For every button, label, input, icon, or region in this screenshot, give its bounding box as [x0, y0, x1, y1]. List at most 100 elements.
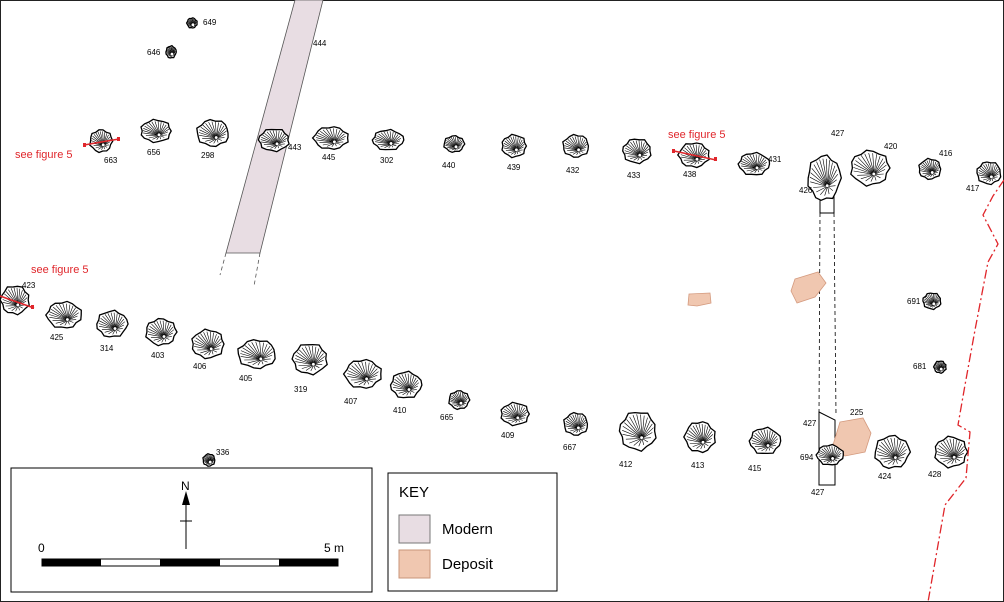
- label-410: 410: [393, 406, 407, 415]
- trench-dash-left: [818, 212, 821, 416]
- label-428: 428: [928, 470, 942, 479]
- key-label-modern: Modern: [442, 521, 493, 538]
- posthole-681: [932, 360, 947, 375]
- posthole-656: [140, 118, 172, 144]
- posthole-407: [342, 358, 382, 389]
- label-681: 681: [913, 362, 927, 371]
- label-425: 425: [50, 333, 64, 342]
- label-663: 663: [104, 156, 118, 165]
- label-405: 405: [239, 374, 253, 383]
- posthole-415: [748, 426, 782, 455]
- section-line-438: [672, 149, 717, 161]
- key-swatch-deposit: [398, 549, 431, 579]
- posthole-428: [934, 435, 969, 469]
- label-665: 665: [440, 413, 454, 422]
- label-443: 443: [288, 143, 302, 152]
- key-panel: KEY Modern Deposit: [387, 472, 558, 592]
- label-445: 445: [322, 153, 336, 162]
- see-figure-label-left[interactable]: see figure 5: [15, 149, 72, 161]
- posthole-314: [96, 309, 129, 338]
- posthole-445: [311, 126, 349, 150]
- posthole-410: [389, 370, 423, 399]
- label-407: 407: [344, 397, 358, 406]
- posthole-431: [737, 151, 771, 176]
- posthole-302: [371, 128, 405, 151]
- posthole-417: [976, 161, 1002, 186]
- posthole-420: [850, 149, 891, 187]
- modern-strip-dashed-right: [253, 252, 261, 287]
- trench-dash-right: [833, 212, 837, 416]
- posthole-298: [196, 118, 229, 148]
- deposit-middle: [790, 271, 827, 304]
- label-412: 412: [619, 460, 633, 469]
- posthole-439: [501, 133, 528, 159]
- north-label: N: [181, 479, 190, 493]
- scale-start-label: 0: [38, 541, 45, 555]
- posthole-432: [562, 133, 590, 158]
- posthole-440: [443, 135, 466, 153]
- label-427-top: 427: [831, 129, 845, 138]
- posthole-691: [922, 292, 942, 311]
- label-426: 426: [799, 186, 813, 195]
- label-432: 432: [566, 166, 580, 175]
- section-line-423: [0, 295, 35, 309]
- label-314: 314: [100, 344, 114, 353]
- label-403: 403: [151, 351, 165, 360]
- label-427-middle: 427: [803, 419, 817, 428]
- deposit-small: [687, 292, 712, 307]
- label-691: 691: [907, 297, 921, 306]
- label-413: 413: [691, 461, 705, 470]
- posthole-443: [257, 128, 290, 153]
- posthole-336: [202, 452, 216, 467]
- posthole-416: [918, 157, 942, 181]
- north-arrow-icon: [180, 491, 192, 549]
- posthole-424: [874, 434, 912, 470]
- label-298: 298: [201, 151, 215, 160]
- posthole-646: [165, 44, 177, 59]
- scale-bar: [41, 558, 339, 567]
- posthole-667: [563, 411, 589, 436]
- label-646: 646: [147, 48, 161, 57]
- label-667: 667: [563, 443, 577, 452]
- label-225: 225: [850, 408, 864, 417]
- posthole-319: [291, 343, 328, 376]
- label-420: 420: [884, 142, 898, 151]
- posthole-413: [683, 421, 716, 454]
- label-656: 656: [147, 148, 161, 157]
- label-427-bottom: 427: [811, 488, 825, 497]
- modern-strip-dashed-left: [219, 252, 227, 276]
- see-figure-label-lower[interactable]: see figure 5: [31, 264, 88, 276]
- label-319: 319: [294, 385, 308, 394]
- label-302: 302: [380, 156, 394, 165]
- label-433: 433: [627, 171, 641, 180]
- posthole-694: [815, 443, 844, 466]
- site-boundary: [927, 179, 1004, 602]
- scale-end-label: 5 m: [324, 541, 344, 555]
- label-417: 417: [966, 184, 980, 193]
- posthole-412: [618, 411, 657, 452]
- posthole-405: [237, 339, 276, 370]
- scale-panel: N 0 5 m: [10, 467, 373, 593]
- label-440: 440: [442, 161, 456, 170]
- label-406: 406: [193, 362, 207, 371]
- posthole-649: [185, 17, 198, 29]
- label-694: 694: [800, 453, 814, 462]
- posthole-433: [622, 138, 652, 165]
- posthole-403: [145, 317, 178, 347]
- posthole-409: [500, 401, 531, 427]
- label-409: 409: [501, 431, 515, 440]
- label-439: 439: [507, 163, 521, 172]
- label-431: 431: [768, 155, 782, 164]
- label-416: 416: [939, 149, 953, 158]
- label-423: 423: [22, 281, 36, 290]
- posthole-425: [45, 300, 82, 329]
- posthole-665: [448, 390, 471, 411]
- label-415: 415: [748, 464, 762, 473]
- key-title: KEY: [399, 484, 429, 501]
- section-line-663: [83, 137, 120, 147]
- see-figure-label-right[interactable]: see figure 5: [668, 129, 725, 141]
- posthole-663: [89, 129, 114, 154]
- label-424: 424: [878, 472, 892, 481]
- modern-strip: [225, 0, 324, 254]
